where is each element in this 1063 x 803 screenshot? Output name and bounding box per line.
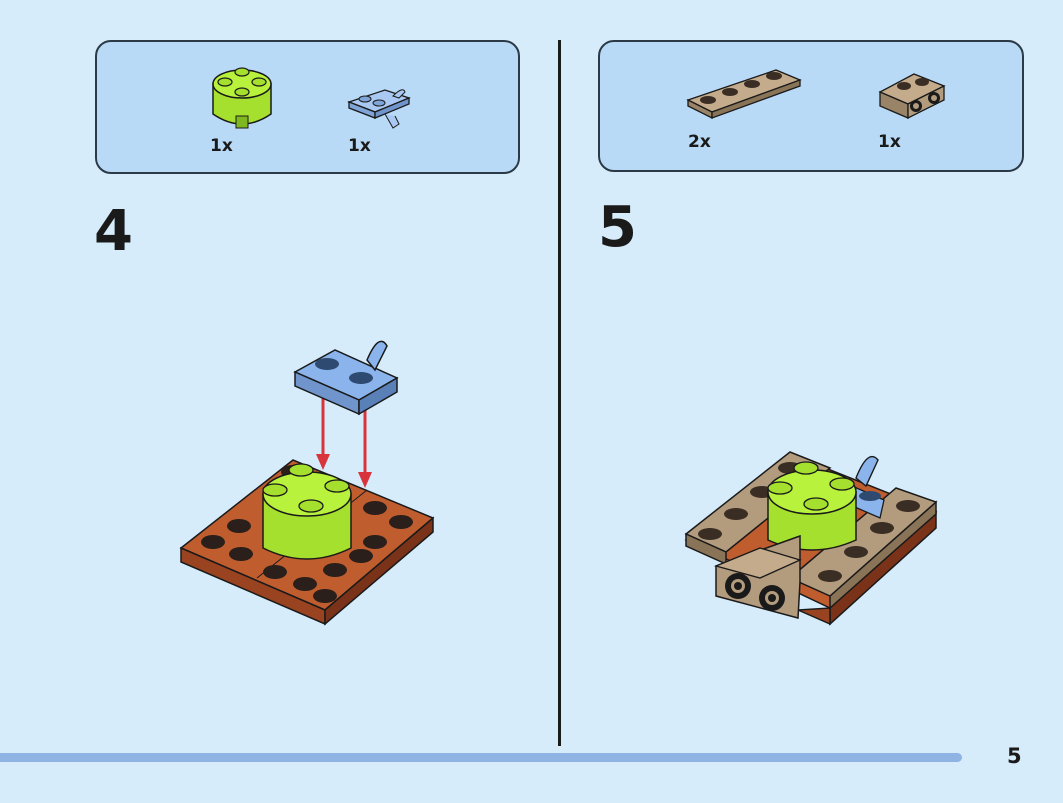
parts-box-step-4: 1x 1x xyxy=(95,40,520,174)
step-number: 5 xyxy=(598,195,637,260)
tan-1x4-plate-icon xyxy=(686,69,802,120)
page-number: 5 xyxy=(1007,744,1022,768)
step-number: 4 xyxy=(94,199,133,264)
blue-clip-plate-icon xyxy=(347,89,411,129)
step-divider xyxy=(558,40,561,746)
step-5-assembly-illustration xyxy=(684,451,938,626)
part-quantity: 1x xyxy=(348,136,371,156)
part-quantity: 1x xyxy=(210,136,233,156)
part-quantity: 2x xyxy=(688,132,711,152)
part-quantity: 1x xyxy=(878,132,901,152)
lime-round-brick-icon xyxy=(212,67,272,129)
step-4-assembly-illustration xyxy=(179,340,435,626)
progress-bar xyxy=(0,753,962,762)
parts-box-step-5: 2x 1x xyxy=(598,40,1024,172)
tan-bracket-icon xyxy=(878,73,946,120)
